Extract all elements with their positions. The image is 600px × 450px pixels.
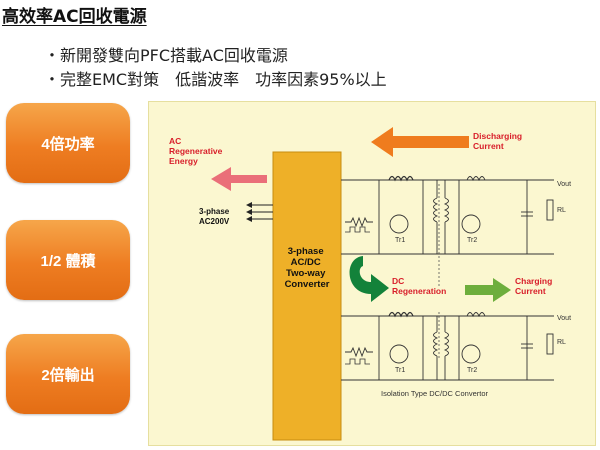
- discharging-label-line: Discharging: [473, 131, 522, 141]
- bullet-text: 完整EMC對策 低諧波率 功率因素95%以上: [60, 70, 387, 89]
- dc-regen-label: DC Regeneration: [392, 276, 446, 296]
- rl-label: RL: [557, 339, 566, 346]
- discharging-label-line: Current: [473, 141, 504, 151]
- vout-label: Vout: [557, 315, 571, 322]
- tr2-label: Tr2: [467, 367, 477, 374]
- circuit-diagram: 3-phase AC/DC Two-way Converter AC Regen…: [148, 101, 596, 446]
- diagram-caption: Isolation Type DC/DC Convertor: [381, 389, 488, 398]
- bullet-dot: ・: [44, 70, 61, 89]
- tr2-label: Tr2: [467, 237, 477, 244]
- feature-output: 2倍輸出: [6, 334, 130, 414]
- input-label: 3-phase AC200V: [199, 207, 231, 226]
- converter-block: [272, 151, 342, 441]
- charging-label: Charging Current: [515, 276, 555, 296]
- dc-regen-label-line: Regeneration: [392, 286, 446, 296]
- input-arrows: [246, 202, 273, 222]
- charging-label-line: Charging: [515, 276, 552, 286]
- converter-label-line: 3-phase: [288, 246, 324, 257]
- charging-arrow: [465, 278, 511, 302]
- transistors-bottom: [389, 344, 481, 364]
- dcdc-circuit-top: [341, 175, 554, 255]
- input-label-line: AC200V: [199, 217, 230, 226]
- discharging-arrow: [371, 127, 469, 157]
- bullet-text: 新開發雙向PFC搭載AC回收電源: [60, 46, 288, 65]
- ac-regen-label-line: Regenerative: [169, 146, 223, 156]
- converter-label-line: Converter: [285, 279, 330, 290]
- feature-power: 4倍功率: [6, 103, 130, 183]
- ac-regen-arrow: [211, 167, 267, 191]
- bullet-dot: ・: [44, 46, 61, 65]
- tr1-label: Tr1: [395, 237, 405, 244]
- page-title: 高效率AC回收電源: [2, 7, 147, 27]
- converter-label-line: Two-way: [286, 268, 326, 279]
- bullet-list: ・新開發雙向PFC搭載AC回收電源 ・完整EMC對策 低諧波率 功率因素95%以…: [44, 44, 387, 92]
- ac-regen-label: AC Regenerative Energy: [169, 136, 225, 166]
- converter-label: 3-phase AC/DC Two-way Converter: [285, 246, 330, 290]
- ac-regen-label-line: Energy: [169, 156, 198, 166]
- discharging-label: Discharging Current: [473, 131, 525, 151]
- tr1-label: Tr1: [395, 367, 405, 374]
- dc-regen-label-line: DC: [392, 276, 404, 286]
- vout-label: Vout: [557, 181, 571, 188]
- ac-regen-label-line: AC: [169, 136, 181, 146]
- bullet-item: ・新開發雙向PFC搭載AC回收電源: [44, 44, 387, 68]
- transistors-top: [389, 214, 481, 234]
- converter-label-line: AC/DC: [291, 257, 321, 268]
- rl-label: RL: [557, 207, 566, 214]
- feature-volume: 1/2 體積: [6, 220, 130, 300]
- input-label-line: 3-phase: [199, 207, 230, 216]
- bullet-item: ・完整EMC對策 低諧波率 功率因素95%以上: [44, 68, 387, 92]
- dcdc-circuit-bottom: [341, 311, 554, 381]
- dc-regen-arrow: [349, 256, 389, 302]
- charging-label-line: Current: [515, 286, 546, 296]
